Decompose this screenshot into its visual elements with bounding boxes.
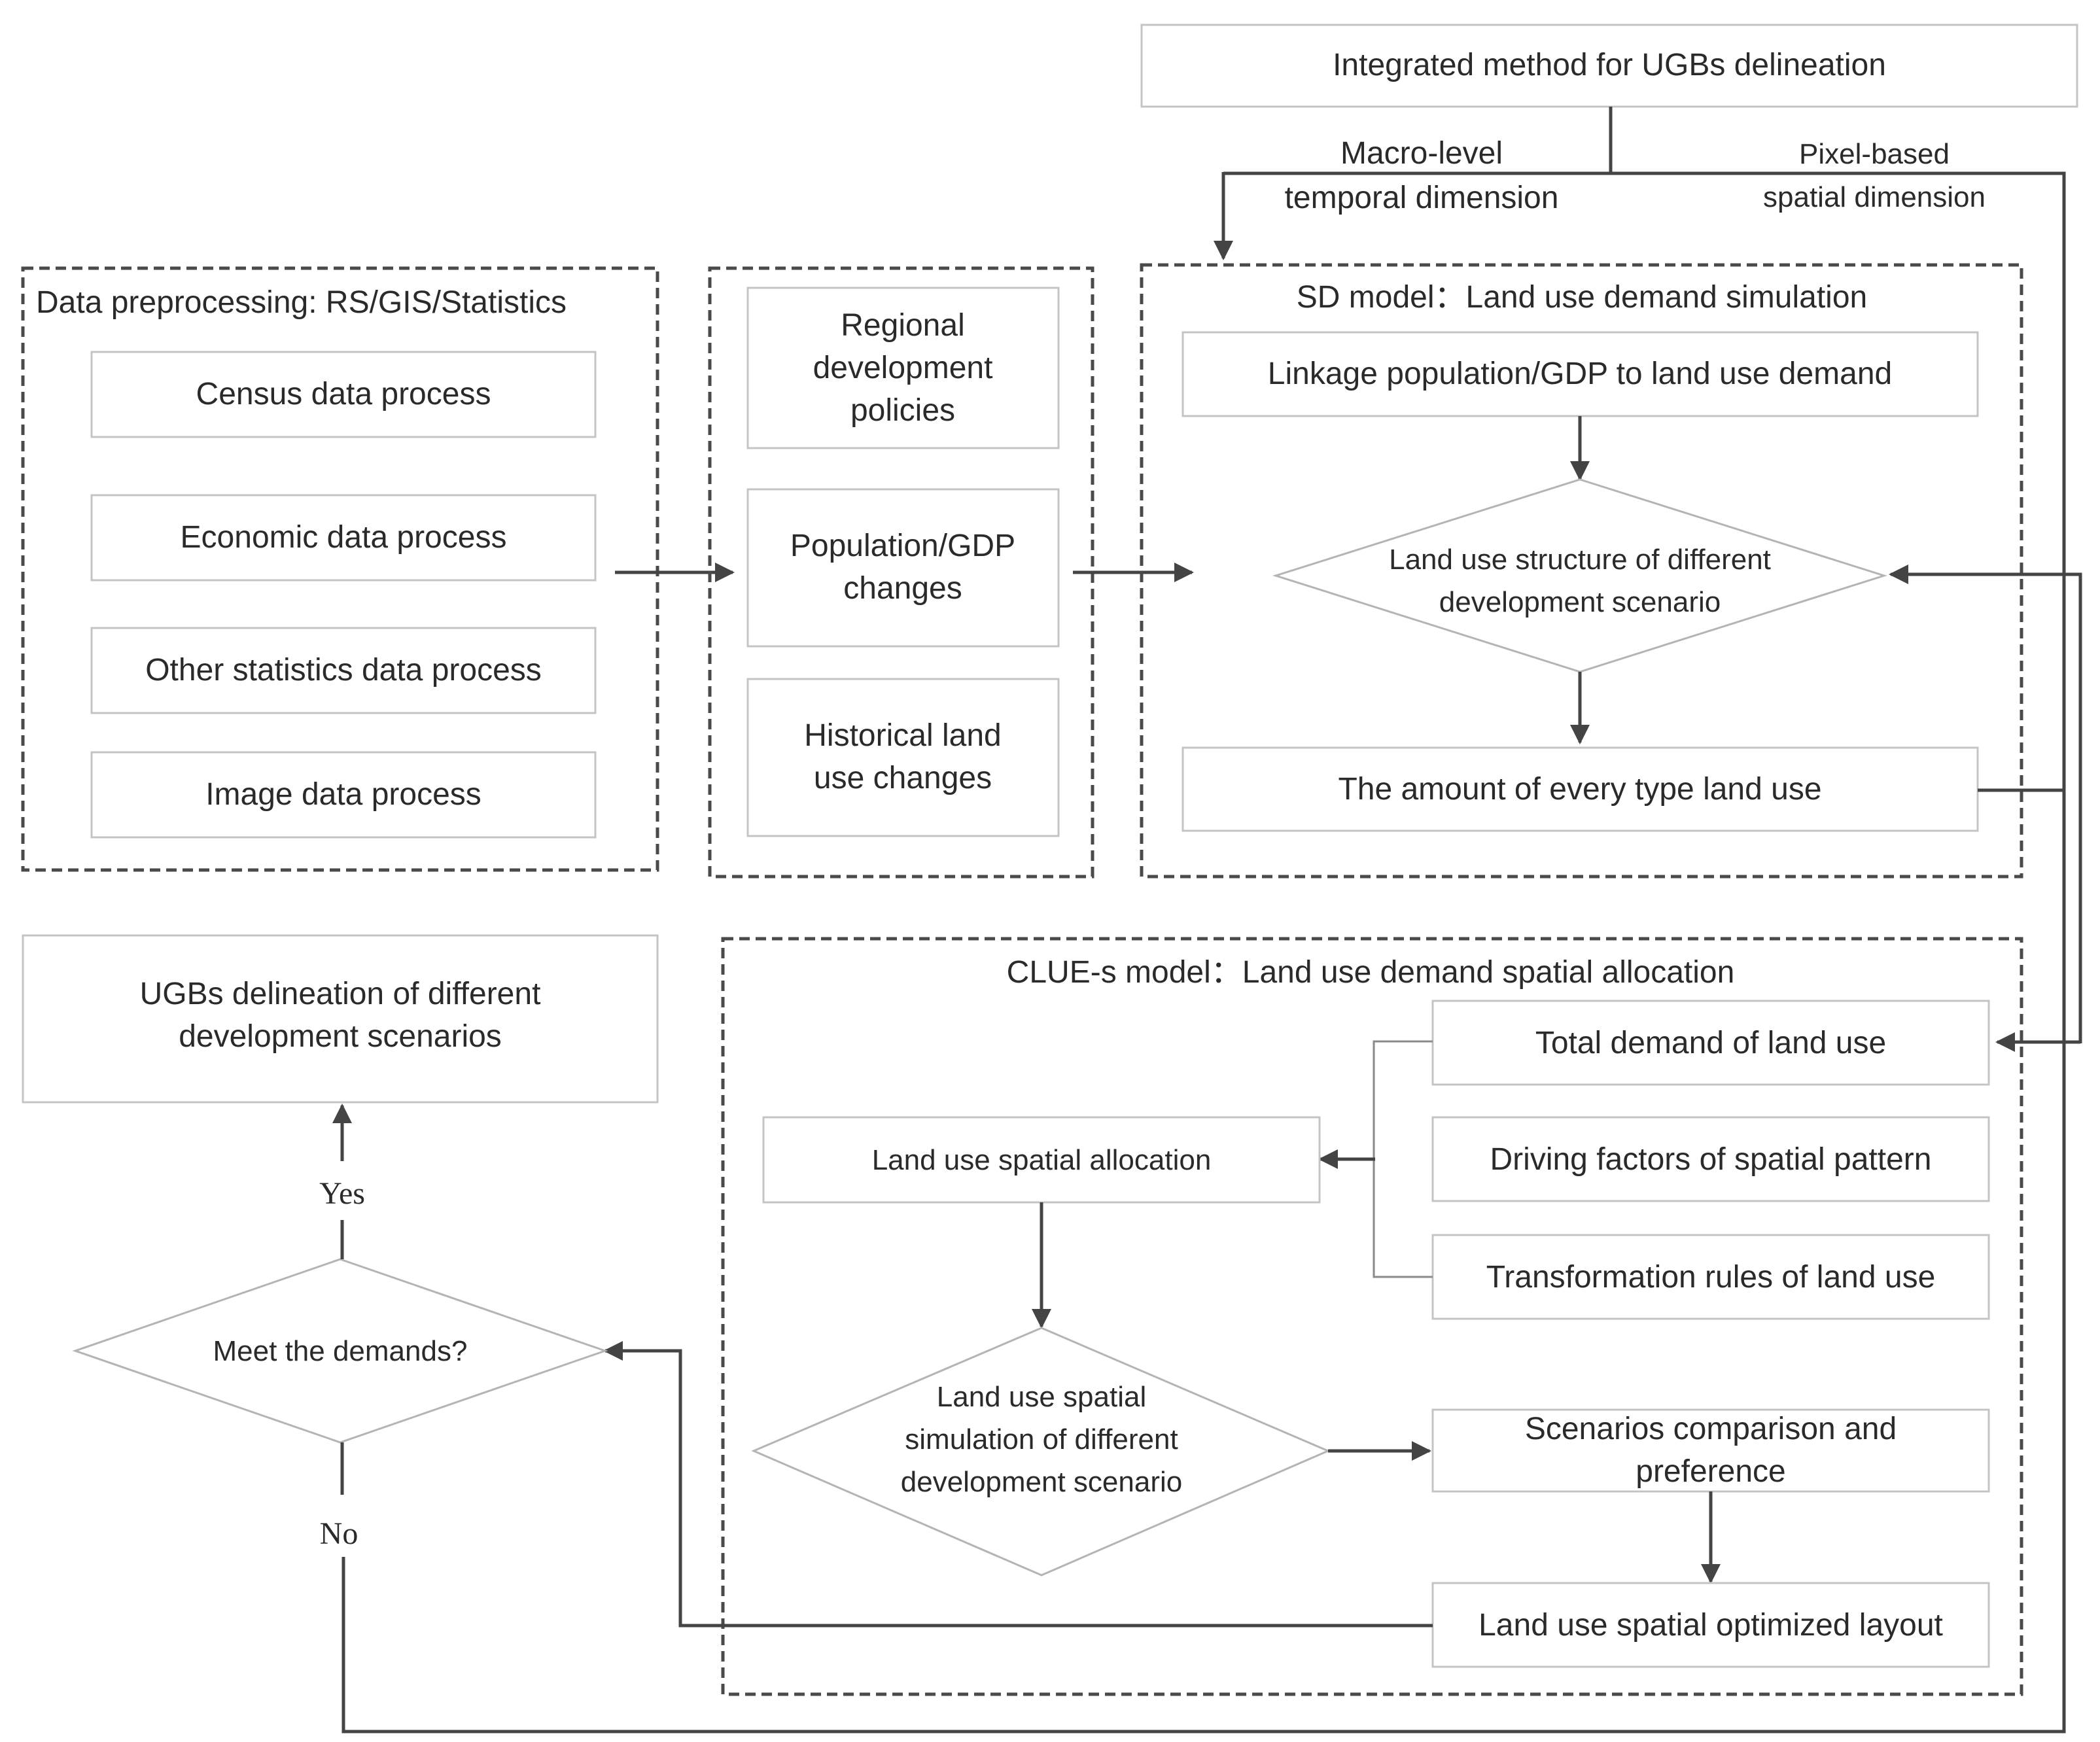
land-use-structure-line1: Land use structure of different xyxy=(1389,544,1771,576)
historical-land-box xyxy=(746,678,1060,837)
integrated-method-box xyxy=(1140,24,2078,108)
integrated-method-label: Integrated method for UGBs delineation xyxy=(1333,48,1886,82)
driving-factors-box xyxy=(1431,1116,1990,1202)
spatial-label-2: spatial dimension xyxy=(1763,181,1986,213)
regional-policies-box xyxy=(746,287,1060,449)
historical-land-line1: Historical land xyxy=(804,718,1001,753)
image-data-box xyxy=(90,751,597,839)
temporal-label-2: temporal dimension xyxy=(1285,181,1559,215)
spatial-simulation-diamond xyxy=(751,1327,1331,1577)
regional-policies-line2: development xyxy=(813,351,993,385)
land-use-structure-line2: development scenario xyxy=(1439,586,1721,618)
land-use-structure-diamond xyxy=(1272,478,1887,673)
total-demand-box xyxy=(1431,1000,1990,1086)
spatial-simulation-line3: development scenario xyxy=(901,1466,1182,1498)
meet-demands-label: Meet the demands? xyxy=(213,1335,468,1367)
sd-model-title: SD model：Land use demand simulation xyxy=(1297,280,1868,315)
regional-policies-line1: Regional xyxy=(841,308,964,343)
sd-model-group xyxy=(1140,263,2023,879)
layout-box xyxy=(1431,1582,1990,1668)
top-branch-connector xyxy=(341,107,2066,1733)
regional-policies-line3: policies xyxy=(850,393,955,428)
population-gdp-box xyxy=(746,488,1060,648)
allocation-box xyxy=(762,1116,1321,1204)
economic-data-label: Economic data process xyxy=(181,520,507,555)
image-data-label: Image data process xyxy=(205,777,481,812)
amount-box xyxy=(1181,746,1979,832)
feedback-to-structure-arrow xyxy=(1889,565,2082,1043)
no-label: No xyxy=(320,1516,359,1551)
transformation-rules-label: Transformation rules of land use xyxy=(1486,1260,1936,1295)
comparison-line1: Scenarios comparison and xyxy=(1525,1412,1897,1446)
layout-label: Land use spatial optimized layout xyxy=(1479,1608,1943,1643)
ugb-delineation-line2: development scenarios xyxy=(179,1019,502,1054)
census-data-box xyxy=(90,351,597,438)
economic-data-box xyxy=(90,494,597,582)
spatial-label-1: Pixel-based xyxy=(1799,138,1950,170)
meet-demands-diamond xyxy=(72,1258,608,1444)
clue-model-title: CLUE-s model：Land use demand spatial all… xyxy=(1007,955,1735,990)
other-statistics-box xyxy=(90,627,597,714)
ugb-delineation-line1: UGBs delineation of different xyxy=(140,977,541,1011)
data-preprocessing-group xyxy=(21,266,659,872)
factors-bracket xyxy=(1373,1040,1433,1278)
census-data-label: Census data process xyxy=(196,377,491,411)
other-statistics-label: Other statistics data process xyxy=(145,653,542,688)
spatial-simulation-line2: simulation of different xyxy=(905,1423,1178,1455)
data-preprocessing-title: Data preprocessing: RS/GIS/Statistics xyxy=(36,285,567,320)
temporal-label-1: Macro-level xyxy=(1340,136,1503,171)
clue-model-group xyxy=(721,937,2023,1696)
population-gdp-line2: changes xyxy=(843,571,962,606)
population-gdp-line1: Population/GDP xyxy=(790,529,1015,563)
ugb-delineation-box xyxy=(22,934,659,1104)
spatial-simulation-line1: Land use spatial xyxy=(937,1381,1146,1413)
driving-factors-label: Driving factors of spatial pattern xyxy=(1490,1142,1932,1177)
comparison-line2: preference xyxy=(1636,1454,1785,1489)
comparison-box xyxy=(1431,1408,1990,1493)
linkage-label: Linkage population/GDP to land use deman… xyxy=(1268,357,1892,391)
total-demand-label: Total demand of land use xyxy=(1535,1026,1886,1060)
yes-label: Yes xyxy=(319,1176,365,1211)
allocation-label: Land use spatial allocation xyxy=(872,1144,1212,1176)
layout-to-decision-arrow xyxy=(603,1341,1433,1628)
historical-land-line2: use changes xyxy=(814,761,992,795)
amount-label: The amount of every type land use xyxy=(1338,772,1821,807)
